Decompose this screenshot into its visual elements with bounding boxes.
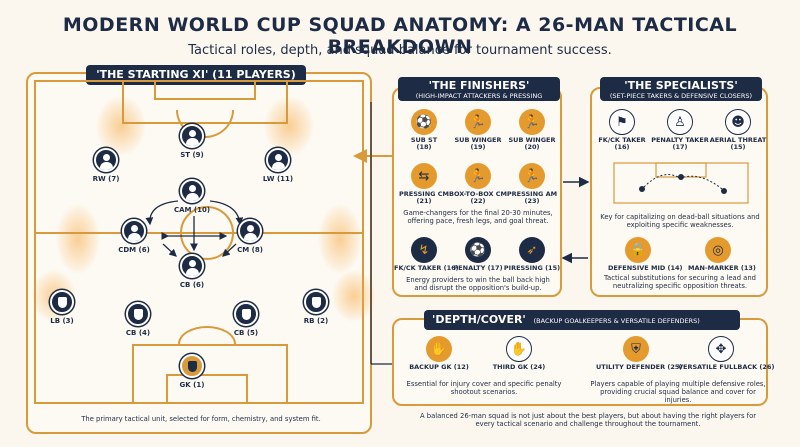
defender-shield-icon: [234, 302, 258, 326]
glove-icon: ✋: [506, 336, 532, 362]
specialists-subtitle: (SET-PIECE TAKERS & DEFENSIVE CLOSERS): [609, 92, 753, 100]
starting-xi-panel: 'THE STARTING XI' (11 PLAYERS) ST (9): [26, 65, 376, 434]
role-sub-winger-20[interactable]: 🏃 SUB WINGER(20): [502, 109, 562, 152]
pitch: [32, 80, 376, 404]
role-penalty[interactable]: ⚽ PENALTY (17): [448, 237, 508, 272]
finishers-desc-2: Energy providers to win the ball back hi…: [406, 276, 550, 293]
depth-gk-desc: Essential for injury cover and specific …: [406, 380, 562, 397]
shield-icon: ⛨: [623, 336, 649, 362]
defender-shield-icon: [50, 290, 74, 314]
marker-icon: ◎: [705, 237, 731, 263]
specialists-title: 'THE SPECIALISTS': [624, 79, 738, 92]
finishers-header: 'THE FINISHERS' (HIGH-IMPACT ATTACKERS &…: [398, 77, 560, 108]
role-utility-defender[interactable]: ⛨ UTILITY DEFENDER (25): [596, 336, 682, 371]
player-cb-left[interactable]: CB (4): [108, 302, 168, 337]
player-cdm[interactable]: CDM (6): [104, 219, 164, 254]
specialists-panel: 'THE SPECIALISTS' (SET-PIECE TAKERS & DE…: [590, 77, 768, 297]
depth-panel: 'DEPTH/COVER' (BACKUP GOALKEEPERS & VERS…: [392, 310, 774, 406]
player-lw[interactable]: LW (11): [248, 148, 308, 183]
player-lb[interactable]: LB (3): [32, 290, 92, 325]
goal-box-top: [154, 80, 256, 100]
goal-box-bottom: [166, 374, 248, 404]
formation-links: [145, 200, 244, 257]
runner-icon: 🏃: [465, 109, 491, 135]
specialists-desc-2: Tactical substitutions for securing a le…: [604, 274, 756, 291]
player-rw[interactable]: RW (7): [76, 148, 136, 183]
depth-def-desc: Players capable of playing multiple defe…: [590, 380, 766, 405]
runner-icon: 🏃: [519, 109, 545, 135]
runner-icon: 🏃: [465, 163, 491, 189]
penalty-icon: ⚽: [465, 237, 491, 263]
player-avatar-icon: [94, 148, 118, 172]
free-kick-icon: ↯: [411, 237, 437, 263]
penalty-taker-icon: ♙: [667, 109, 693, 135]
press-icon: ⇆: [411, 163, 437, 189]
starting-xi-title: 'THE STARTING XI' (11 PLAYERS): [96, 68, 296, 81]
role-defensive-mid[interactable]: 🔒 DEFENSIVE MID (14): [608, 237, 683, 272]
arrows-icon: ✥: [708, 336, 734, 362]
role-versatile-fullback[interactable]: ✥ VERSATILE FULLBACK (26): [678, 336, 774, 371]
starting-xi-footer: The primary tactical unit, selected for …: [81, 415, 321, 423]
finishers-desc-1: Game-changers for the final 20-30 minute…: [403, 209, 553, 226]
player-cam[interactable]: CAM (10): [162, 179, 222, 214]
role-man-marker[interactable]: ◎ MAN-MARKER (13): [688, 237, 756, 272]
depth-header: 'DEPTH/COVER' (BACKUP GOALKEEPERS & VERS…: [424, 310, 740, 330]
runner-icon: 🏃: [519, 163, 545, 189]
role-pressing-cm[interactable]: ⇆ PRESSING CM(21): [394, 163, 454, 206]
finishers-panel: 'THE FINISHERS' (HIGH-IMPACT ATTACKERS &…: [392, 77, 562, 297]
role-backup-gk[interactable]: ✋ BACKUP GK (12): [404, 336, 474, 371]
specialists-header: 'THE SPECIALISTS' (SET-PIECE TAKERS & DE…: [600, 77, 762, 101]
lock-icon: 🔒: [625, 237, 651, 263]
finishers-subtitle: (HIGH-IMPACT ATTACKERS & PRESSING MIDFIE…: [415, 92, 543, 108]
summary-text: A balanced 26-man squad is not just abou…: [419, 412, 757, 429]
role-penalty-taker[interactable]: ♙ PENALTY TAKER(17): [650, 109, 710, 152]
depth-title: 'DEPTH/COVER': [432, 313, 526, 326]
player-avatar-icon: [180, 254, 204, 278]
player-st[interactable]: ST (9): [162, 124, 222, 159]
player-avatar-icon: [266, 148, 290, 172]
specialists-desc-1: Key for capitalizing on dead-ball situat…: [600, 213, 760, 230]
player-avatar-icon: [122, 219, 146, 243]
role-fk-ck-taker[interactable]: ↯ FK/CK TAKER (16): [394, 237, 459, 272]
player-avatar-icon: [238, 219, 262, 243]
finishers-title: 'THE FINISHERS': [428, 79, 530, 92]
player-avatar-icon: [180, 124, 204, 148]
page-subtitle: Tactical roles, depth, and squad balance…: [188, 43, 612, 58]
player-rb[interactable]: RB (2): [286, 290, 346, 325]
defender-shield-icon: [304, 290, 328, 314]
role-aerial-threat[interactable]: ☻ AERIAL THREAT(15): [708, 109, 768, 152]
page-title: MODERN WORLD CUP SQUAD ANATOMY: A 26-MAN…: [62, 14, 738, 58]
depth-subtitle: (BACKUP GOALKEEPERS & VERSATILE DEFENDER…: [533, 317, 700, 325]
goalkeeper-glove-icon: [180, 354, 204, 378]
role-pressing-am[interactable]: 🏃 PRESSING AM(23): [502, 163, 562, 206]
defender-shield-icon: [126, 302, 150, 326]
striker-icon: ⚽: [411, 109, 437, 135]
glove-icon: ✋: [426, 336, 452, 362]
role-fk-ck-taker-16[interactable]: ⚑ FK/CK TAKER(16): [592, 109, 652, 152]
set-piece-diagram: [613, 162, 749, 204]
player-cb-right[interactable]: CB (5): [216, 302, 276, 337]
player-cm[interactable]: CM (8): [220, 219, 280, 254]
player-cb-center[interactable]: CB (6): [162, 254, 222, 289]
role-box-to-box-cm[interactable]: 🏃 BOX-TO-BOX CM(22): [448, 163, 508, 206]
corner-flag-icon: ⚑: [609, 109, 635, 135]
header-icon: ☻: [725, 109, 751, 135]
role-third-gk[interactable]: ✋ THIRD GK (24): [484, 336, 554, 371]
player-gk[interactable]: GK (1): [162, 354, 222, 389]
role-piressing[interactable]: ➶ PIRESSING (15): [502, 237, 562, 272]
role-sub-winger-19[interactable]: 🏃 SUB WINGER(19): [448, 109, 508, 152]
target-icon: ➶: [519, 237, 545, 263]
role-sub-st[interactable]: ⚽ SUB ST(18): [394, 109, 454, 152]
player-avatar-icon: [180, 179, 204, 203]
